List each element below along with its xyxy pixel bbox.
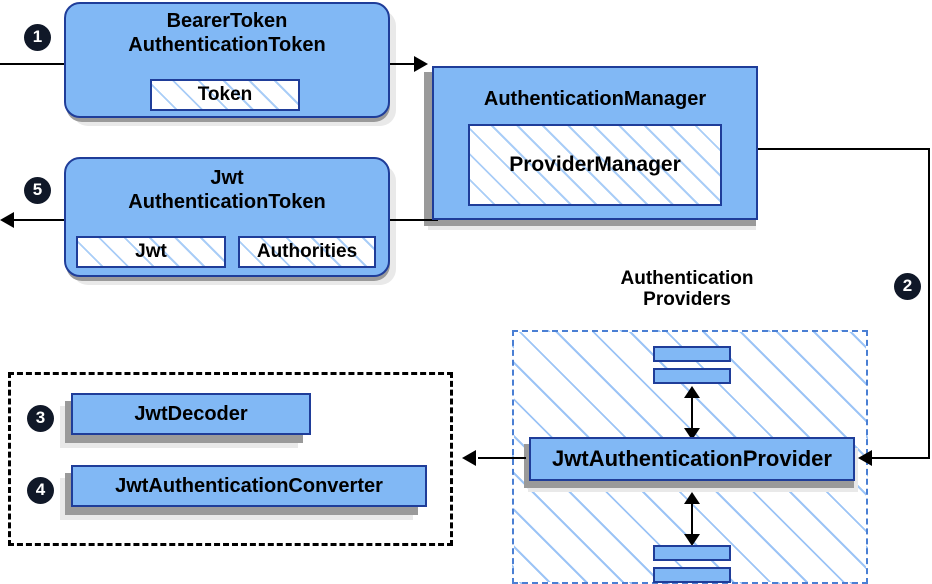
inner-box-token-label: Token xyxy=(197,84,253,105)
connector-provider-top-double-arrow xyxy=(691,394,693,434)
provider-stub-bottom-bar-1 xyxy=(653,545,731,561)
arrowhead-provider-bottom-up xyxy=(684,492,700,504)
arrowhead-into-provider xyxy=(858,450,872,466)
connector-token-to-manager xyxy=(388,63,418,65)
jwt-authentication-converter-label: JwtAuthenticationConverter xyxy=(115,474,383,497)
jwt-authentication-provider-label: JwtAuthenticationProvider xyxy=(552,446,832,471)
provider-stub-bottom-bar-2 xyxy=(653,567,731,583)
inner-box-provider-manager[interactable]: ProviderManager xyxy=(468,124,722,206)
authentication-providers-caption-line1: Authentication xyxy=(620,268,754,289)
connector-provider-to-support xyxy=(478,457,526,459)
connector-manager-to-jwt-token xyxy=(386,219,438,221)
provider-stub-top-bar-1 xyxy=(653,346,731,362)
node-jwt-authentication-converter[interactable]: JwtAuthenticationConverter xyxy=(71,465,427,507)
badge-step-3-number: 3 xyxy=(35,408,46,427)
jwt-token-title: Jwt AuthenticationToken xyxy=(128,167,325,214)
arrowhead-into-support-group xyxy=(462,450,476,466)
badge-step-2-number: 2 xyxy=(902,276,913,295)
bearer-token-title-line1: BearerToken xyxy=(166,10,288,32)
node-jwt-decoder[interactable]: JwtDecoder xyxy=(71,393,311,435)
arrowhead-provider-bottom-down xyxy=(684,534,700,546)
connector-request-in xyxy=(0,63,70,65)
badge-step-5-number: 5 xyxy=(32,180,43,199)
jwt-token-title-line2: AuthenticationToken xyxy=(128,190,326,213)
bearer-token-title-line2: AuthenticationToken xyxy=(128,33,326,56)
inner-box-authorities[interactable]: Authorities xyxy=(238,236,376,268)
provider-stub-top-bar-2 xyxy=(653,368,731,384)
inner-box-jwt[interactable]: Jwt xyxy=(76,236,226,268)
inner-box-authorities-label: Authorities xyxy=(256,241,358,262)
inner-box-jwt-label: Jwt xyxy=(135,241,167,262)
connector-provider-bottom-double-arrow xyxy=(691,500,693,540)
badge-step-5: 5 xyxy=(25,178,50,203)
bearer-token-title: BearerToken AuthenticationToken xyxy=(128,10,325,57)
authentication-manager-title: AuthenticationManager xyxy=(483,88,707,110)
node-jwt-authentication-provider[interactable]: JwtAuthenticationProvider xyxy=(529,437,855,481)
badge-step-3: 3 xyxy=(28,406,53,431)
connector-manager-down xyxy=(928,148,930,458)
connector-into-provider xyxy=(870,457,930,459)
arrowhead-response-out xyxy=(0,212,14,228)
authentication-providers-caption-line2: Providers xyxy=(643,289,731,311)
badge-step-1: 1 xyxy=(25,25,50,50)
jwt-decoder-label: JwtDecoder xyxy=(134,402,248,425)
badge-step-4-number: 4 xyxy=(35,480,46,499)
jwt-token-title-line1: Jwt xyxy=(210,167,244,189)
badge-step-1-number: 1 xyxy=(32,27,43,46)
authentication-providers-caption: Authentication Providers xyxy=(567,268,807,311)
inner-box-provider-manager-label: ProviderManager xyxy=(509,153,681,176)
connector-response-out xyxy=(14,219,72,221)
badge-step-2: 2 xyxy=(895,274,920,299)
arrowhead-to-manager xyxy=(414,56,428,72)
inner-box-token[interactable]: Token xyxy=(150,79,300,111)
connector-manager-right xyxy=(758,148,930,150)
arrowhead-provider-top-up xyxy=(684,386,700,398)
badge-step-4: 4 xyxy=(28,478,53,503)
